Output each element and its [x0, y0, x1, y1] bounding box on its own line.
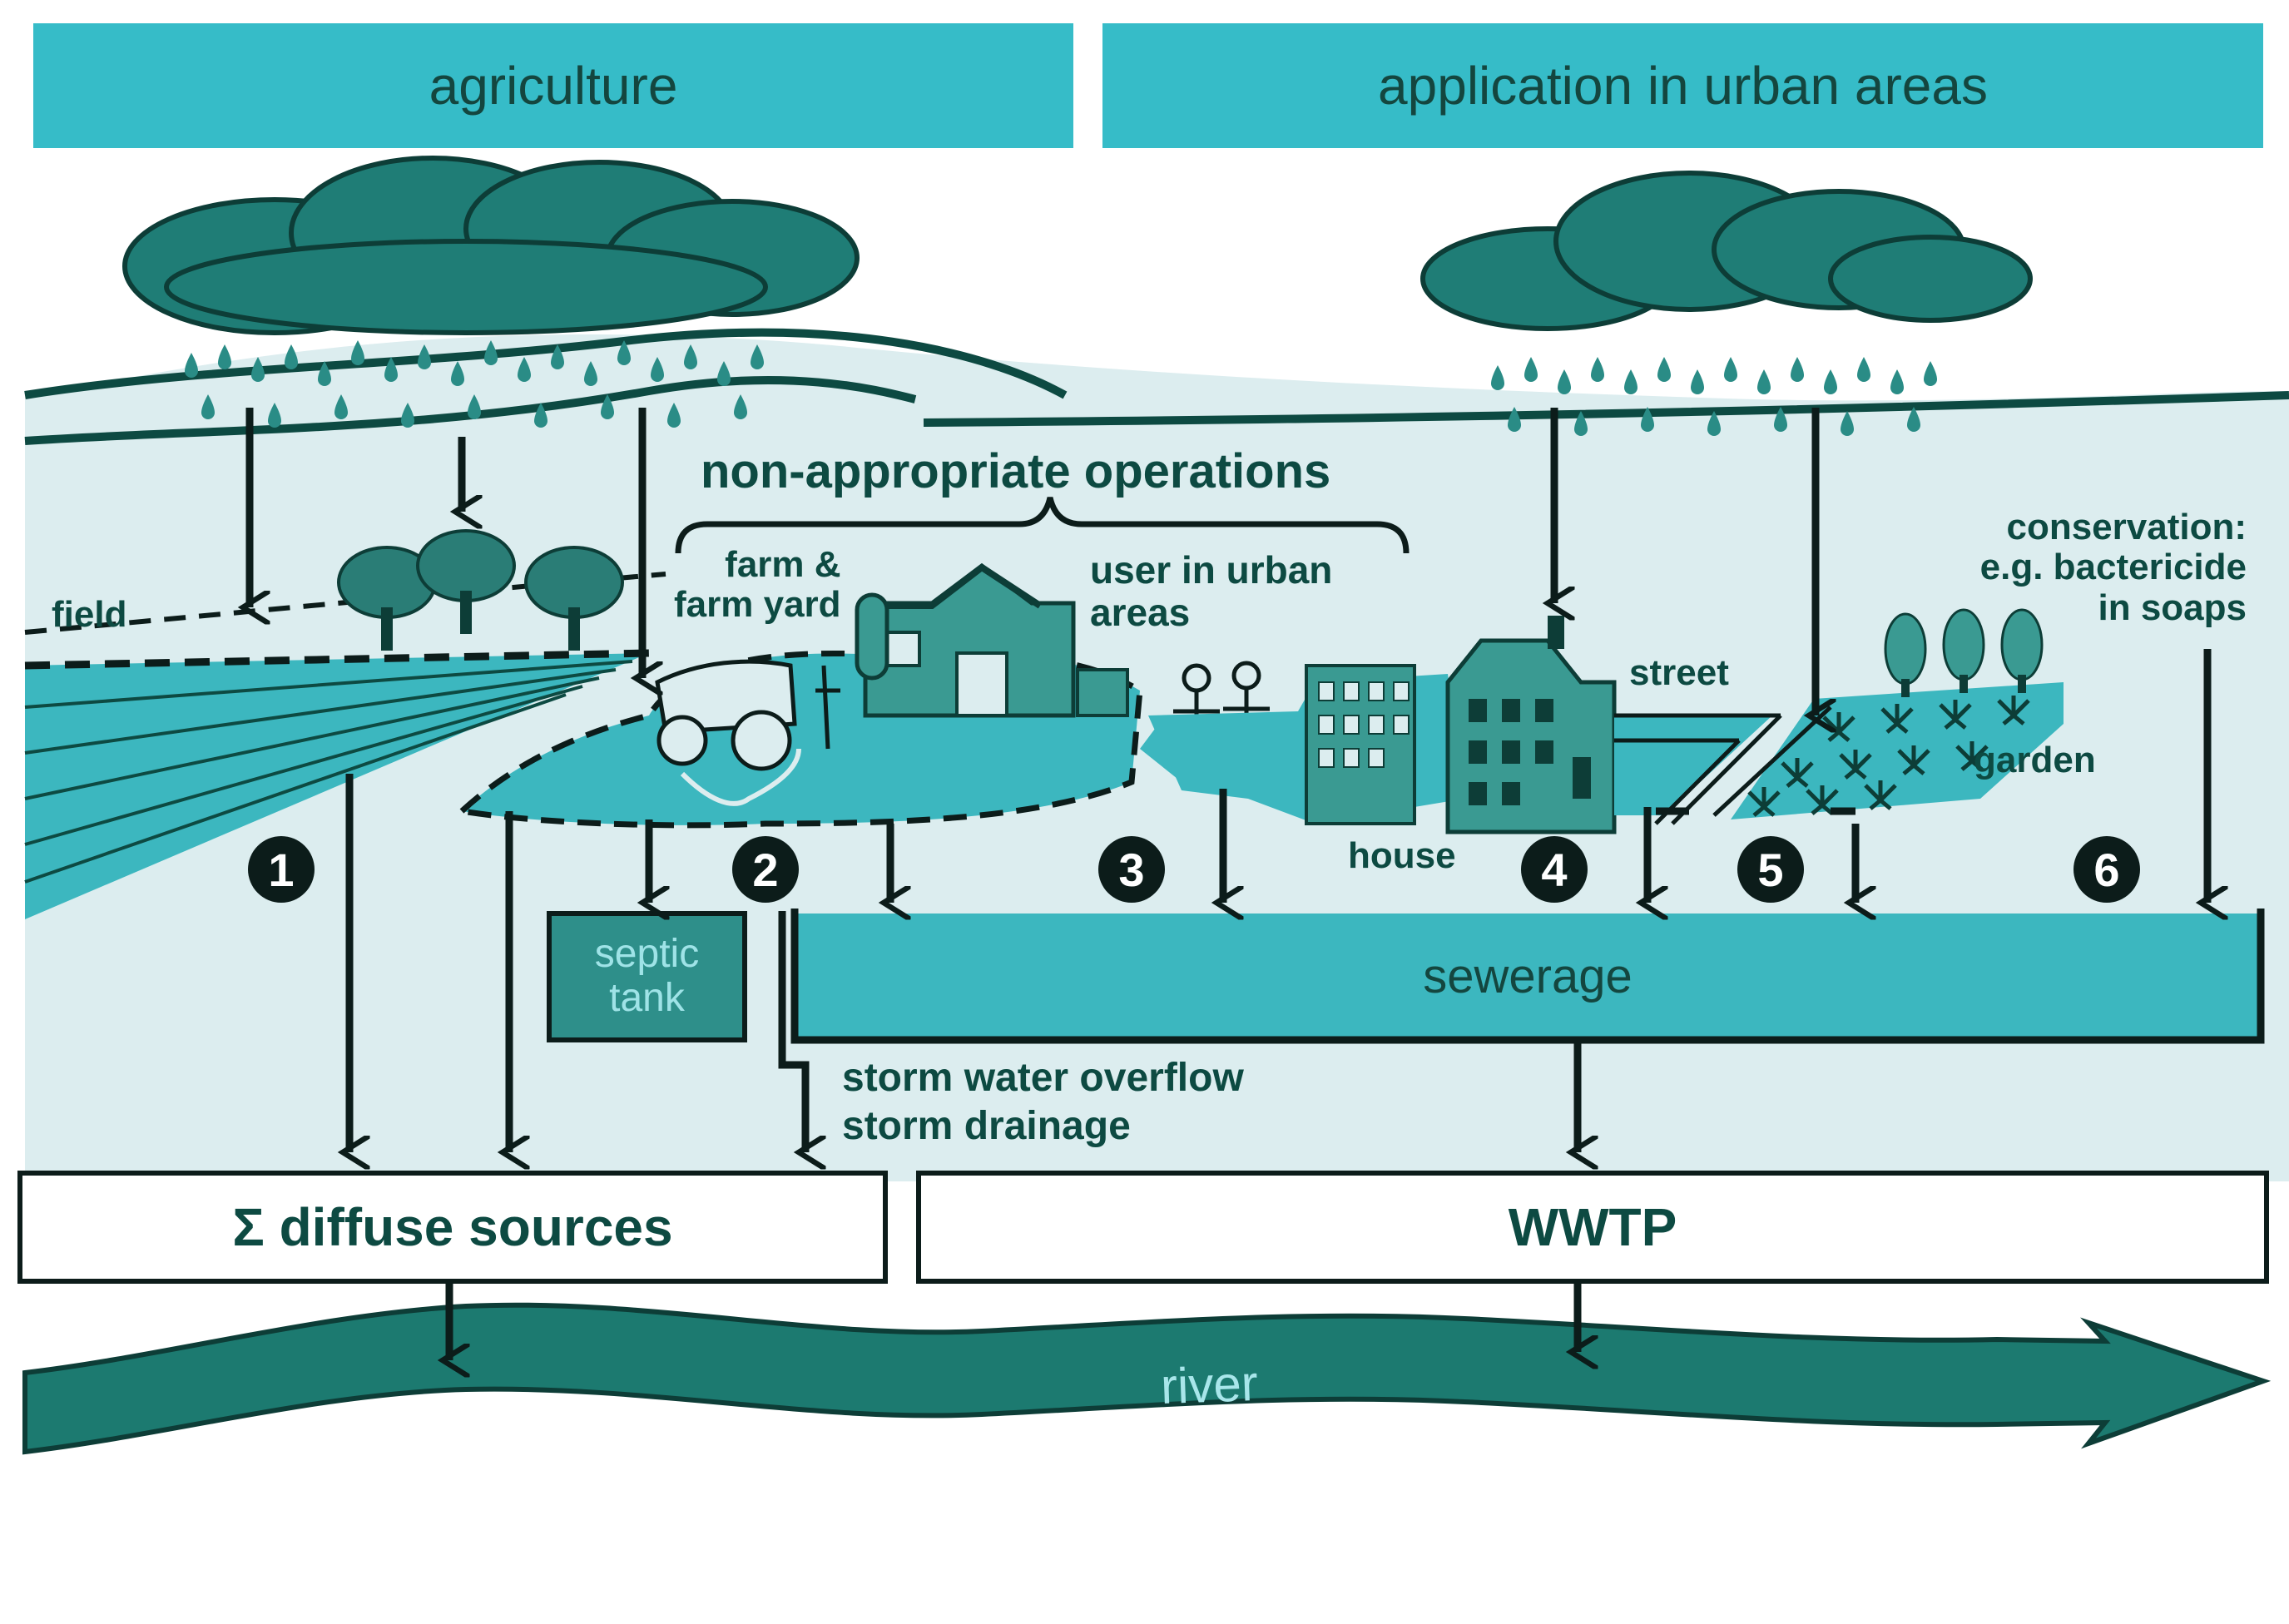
label-house: house — [1348, 835, 1456, 876]
label-street: street — [1629, 652, 1729, 693]
pathway-3-badge: 3 — [1098, 836, 1165, 903]
label-storm-drainage: storm drainage — [842, 1104, 1131, 1148]
label-farm-line2: farm yard — [674, 584, 841, 626]
label-user-urban: user in urban areas — [1090, 549, 1332, 633]
header-agriculture-label: agriculture — [429, 56, 678, 116]
wwtp-label: WWTP — [1508, 1197, 1677, 1257]
label-conservation-line2: e.g. bactericide — [1979, 547, 2247, 588]
header-urban-label: application in urban areas — [1378, 56, 1988, 116]
label-garden: garden — [1974, 740, 2096, 780]
label-farm-line1: farm & — [725, 544, 841, 585]
label-non-appropriate: non-appropriate operations — [701, 444, 1331, 498]
septic-tank-line2: tank — [609, 976, 685, 1020]
septic-tank-line1: septic — [594, 932, 700, 977]
label-user-line1: user in urban — [1090, 548, 1333, 592]
river-label: river — [1159, 1354, 1259, 1415]
label-storm-overflow: storm water overflow — [842, 1056, 1244, 1100]
label-conservation: conservation: e.g. bactericide in soaps — [1939, 507, 2247, 628]
label-conservation-line1: conservation: — [2006, 507, 2247, 547]
label-user-line2: areas — [1090, 590, 1191, 634]
sewerage-box: sewerage — [799, 915, 2257, 1037]
pathway-6-badge: 6 — [2073, 836, 2140, 903]
septic-tank-box: septic tank — [552, 916, 742, 1037]
header-agriculture: agriculture — [33, 23, 1073, 148]
wwtp-box: WWTP — [921, 1176, 2264, 1279]
diffuse-sources-box: Σ diffuse sources — [22, 1176, 883, 1279]
pathway-4-badge: 4 — [1521, 836, 1588, 903]
label-conservation-line3: in soaps — [2098, 587, 2247, 628]
label-farm: farm & farm yard — [674, 544, 841, 626]
header-urban: application in urban areas — [1102, 23, 2263, 148]
pathway-2-badge: 2 — [732, 836, 799, 903]
sewerage-label: sewerage — [1423, 948, 1633, 1003]
diffuse-sources-label: Σ diffuse sources — [232, 1197, 673, 1257]
pathway-5-badge: 5 — [1737, 836, 1804, 903]
pathway-1-badge: 1 — [248, 836, 315, 903]
label-field: field — [52, 594, 127, 635]
